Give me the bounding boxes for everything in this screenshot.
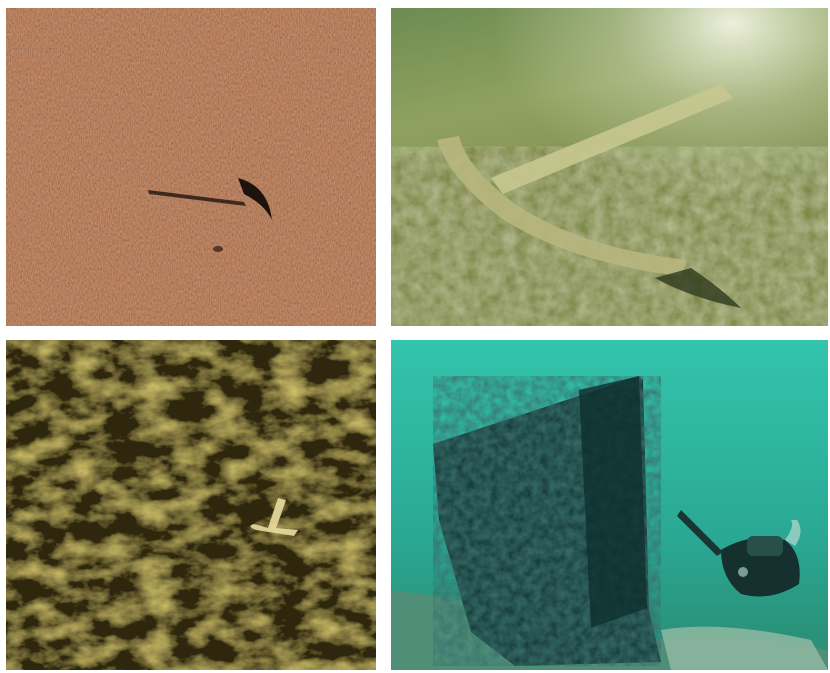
sonar-wreck-scene bbox=[6, 340, 376, 670]
wreck-hull-side bbox=[579, 376, 647, 628]
wreck-photo-image bbox=[391, 340, 828, 670]
anchor-photo-scene bbox=[391, 8, 828, 326]
diver-fin bbox=[677, 510, 723, 556]
anchor-shank-shadow bbox=[148, 190, 246, 206]
diver-tank bbox=[747, 536, 783, 556]
sonar-texture bbox=[6, 8, 376, 326]
anchor-fluke-shadow bbox=[238, 178, 272, 220]
diver-light bbox=[738, 567, 748, 577]
diver bbox=[677, 510, 801, 597]
wreck-echo-highlight bbox=[250, 498, 298, 536]
sonar-shadow-spot bbox=[213, 246, 223, 252]
sonar-anchor-image bbox=[6, 8, 376, 326]
diver-head bbox=[785, 520, 801, 546]
sonar-wreck-image bbox=[6, 340, 376, 670]
sonar-texture bbox=[6, 340, 376, 670]
anchor-photo-image bbox=[391, 8, 828, 326]
anchor-shank bbox=[491, 84, 733, 194]
seaweed bbox=[655, 268, 741, 308]
sonar-anchor-scene bbox=[6, 8, 376, 326]
sand-patch bbox=[661, 626, 828, 670]
wreck-photo-scene bbox=[391, 340, 828, 670]
anchor-arm bbox=[437, 136, 687, 276]
